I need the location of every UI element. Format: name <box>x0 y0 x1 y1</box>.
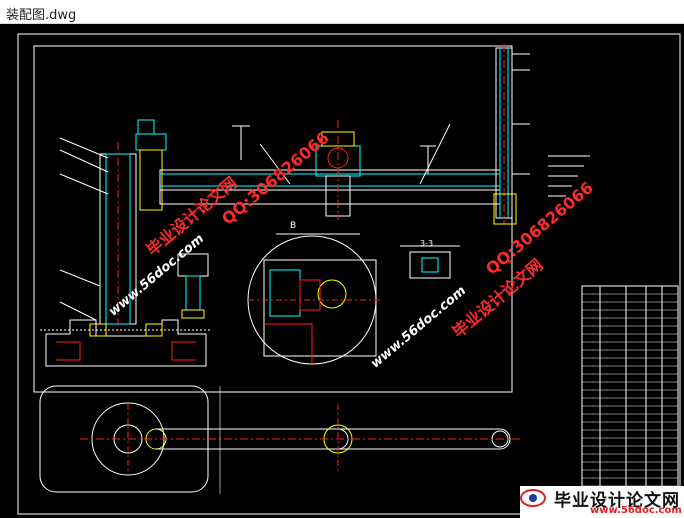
drawing-canvas[interactable]: B 3-3 毕业设计论文网 www.56doc.com QQ:306826066… <box>0 24 684 518</box>
detail-small-right <box>400 245 460 279</box>
leader-lines-right <box>512 53 530 175</box>
site-logo-icon <box>520 489 546 507</box>
window-titlebar: 装配图.dwg <box>0 0 684 24</box>
logo-text: 毕业设计论文网 <box>554 491 680 511</box>
site-logo-bar: 毕业设计论文网 www.56doc.com <box>520 486 684 518</box>
horizontal-arm <box>159 123 501 205</box>
outer-frame <box>17 33 681 515</box>
cad-drawing: B 3-3 <box>17 33 681 515</box>
tbar-symbols <box>232 125 436 174</box>
base-assembly <box>40 319 210 367</box>
middle-joint <box>315 120 361 220</box>
right-column <box>493 44 517 225</box>
technical-notes <box>548 155 590 197</box>
detail-circle <box>247 233 380 365</box>
parts-table-rows <box>582 293 678 511</box>
logo-url: www.56doc.com <box>590 505 682 516</box>
top-view <box>39 385 520 494</box>
main-view-frame <box>33 45 513 393</box>
section-label-c: 3-3 <box>420 239 433 248</box>
section-label-b: B <box>290 221 296 231</box>
window-title: 装配图.dwg <box>6 8 77 23</box>
detail-small-left <box>177 253 209 319</box>
left-column <box>59 119 167 334</box>
